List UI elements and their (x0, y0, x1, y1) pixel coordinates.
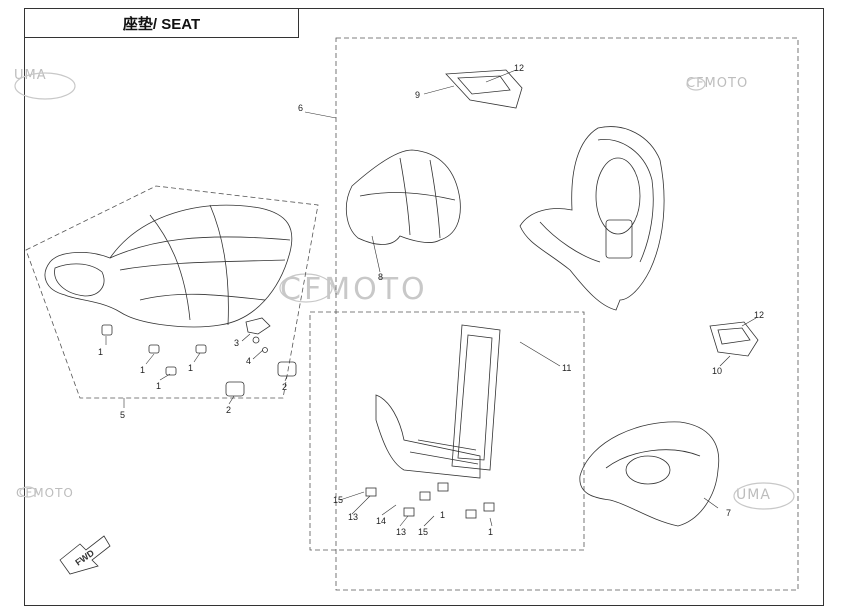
backrest-shell (519, 126, 665, 311)
callout-15: 15 (333, 495, 343, 505)
callout-5: 5 (120, 410, 125, 420)
callout-1: 1 (98, 347, 103, 357)
callout-11: 11 (562, 363, 571, 373)
leader-lines (105, 69, 757, 527)
fwd-label: FWD (73, 547, 96, 567)
page-title: 座垫/ SEAT (24, 8, 299, 38)
side-clip-part (709, 321, 759, 357)
callout-6: 6 (298, 103, 303, 113)
callout-labels: 1 1 1 1 1 1 2 2 3 4 5 6 7 8 9 10 11 12 1… (98, 63, 764, 537)
callout-12: 12 (754, 310, 764, 320)
callout-1: 1 (188, 363, 193, 373)
callout-9: 9 (415, 90, 420, 100)
callout-1: 1 (440, 510, 445, 520)
uma-watermark-bottom-right: UMA (736, 487, 771, 503)
cfmoto-watermark-center: CFMOTO (280, 272, 428, 307)
backrest-pad (345, 149, 461, 245)
callout-8: 8 (378, 272, 383, 282)
fwd-arrow (59, 535, 111, 575)
callout-2: 2 (226, 405, 231, 415)
uma-watermark-top-left: UMA (14, 68, 47, 83)
callout-1: 1 (488, 527, 493, 537)
backrest-group-outline (335, 37, 799, 591)
callout-1: 1 (156, 381, 161, 391)
uma-logo-text: UMA (14, 68, 47, 83)
watermark-logo-shapes (14, 72, 795, 510)
callout-4: 4 (246, 356, 251, 366)
uma-logo-text: UMA (736, 487, 771, 503)
seat-hardware (101, 317, 297, 397)
callout-1: 1 (140, 365, 145, 375)
callout-13: 13 (348, 512, 358, 522)
seat-base-tray (579, 421, 720, 527)
seat-group-outline (25, 185, 319, 399)
frame-group-outline (309, 311, 585, 551)
upper-clip-part (445, 69, 523, 109)
callout-14: 14 (376, 516, 386, 526)
callout-3: 3 (234, 338, 239, 348)
backrest-frame (365, 324, 501, 519)
seat-cushion (44, 204, 293, 328)
callout-2: 2 (282, 382, 287, 392)
callout-12: 12 (514, 63, 524, 73)
cfmoto-logo-text: CFMOTO (280, 272, 428, 307)
callout-10: 10 (712, 366, 722, 376)
diagram-frame (24, 8, 824, 606)
group-outlines (25, 37, 799, 591)
callout-7: 7 (726, 508, 731, 518)
callout-13: 13 (396, 527, 406, 537)
callout-15: 15 (418, 527, 428, 537)
